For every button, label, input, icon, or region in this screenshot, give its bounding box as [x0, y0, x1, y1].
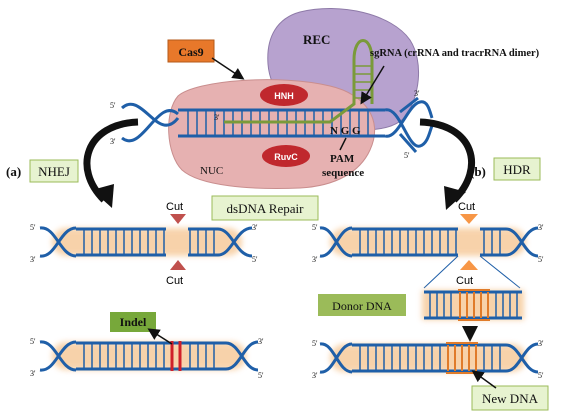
hdr2-3prime-right: 3': [538, 339, 544, 348]
nhej2-3prime-right: 3': [258, 337, 264, 346]
nhej-cut-top-label: Cut: [166, 201, 183, 213]
sgrna-3prime: 3': [214, 113, 220, 122]
nhej-repaired-dna: [39, 340, 259, 372]
nhej-3prime-left: 3': [30, 255, 36, 264]
hdr2-3prime-left: 3': [312, 371, 318, 380]
sgrna-label: sgRNA (crRNA and tracrRNA dimer): [370, 48, 540, 59]
cas9-tag: [167, 39, 215, 63]
zoom-line-left: [423, 255, 459, 289]
hdr-3prime-left: 3': [312, 255, 318, 264]
hdr-cut-top-arrow: [460, 214, 478, 224]
hdr-5prime-left: 5': [312, 223, 318, 232]
nhej-5prime-right: 5': [252, 255, 258, 264]
indel-marks: [170, 341, 182, 371]
donor-dna-segment: [422, 289, 524, 321]
nhej-cut-top-arrow: [170, 214, 186, 224]
zoom-line-right: [479, 255, 521, 289]
hdr-cut-top-label: Cut: [458, 201, 475, 213]
top-right-5prime: 5': [404, 151, 410, 160]
hdr-cut-bottom-label: Cut: [456, 275, 473, 287]
top-left-5prime: 5': [110, 101, 116, 110]
hdr-cut-dna: [319, 226, 539, 258]
nuc-label: NUC: [200, 165, 223, 177]
dsdna-repair-label: dsDNA Repair: [227, 201, 305, 216]
hnh-domain: [260, 84, 308, 106]
nhej-cut-bottom-label: Cut: [166, 275, 183, 287]
hdr2-5prime-left: 5': [312, 339, 318, 348]
pam-label: PAM: [330, 153, 355, 165]
hnh-label: HNH: [274, 91, 294, 101]
new-dna-pointer: [471, 370, 497, 389]
nhej-5prime-left: 5': [30, 223, 36, 232]
nhej-3prime-right: 3': [252, 223, 258, 232]
ruvc-label: RuvC: [274, 152, 298, 162]
donor-dna-box: [318, 294, 406, 316]
nhej-box: [29, 159, 79, 183]
pam-sequence-label: sequence: [322, 167, 364, 179]
indel-box: [110, 312, 156, 332]
sgrna-pointer: [360, 65, 385, 105]
hdr-repaired-dna: [319, 342, 539, 374]
new-dna-label: New DNA: [482, 391, 539, 406]
hdr-5prime-right: 5': [538, 255, 544, 264]
nhej-curved-arrow: [83, 118, 139, 203]
new-dna-box: [471, 385, 549, 411]
ruvc-domain: [262, 145, 310, 167]
dsdna-repair-box: [211, 195, 319, 221]
nuc-lobe: [168, 79, 375, 189]
hdr2-5prime-right: 5': [538, 371, 544, 380]
cas9-label: Cas9: [178, 45, 203, 59]
rec-label: REC: [303, 32, 330, 47]
indel-pointer: [147, 328, 173, 345]
hdr-letter: (b): [470, 164, 486, 179]
top-left-3prime: 3': [110, 137, 116, 146]
hdr-3prime-right: 3': [538, 223, 544, 232]
nhej-letter: (a): [6, 164, 21, 179]
nhej2-5prime-right: 5': [258, 371, 264, 380]
cas9-pointer: [211, 57, 245, 80]
hdr-cut-bottom-arrow: [460, 260, 478, 270]
nhej2-3prime-left: 3': [30, 369, 36, 378]
nhej-cut-dna: [39, 226, 253, 258]
top-right-3prime: 3': [414, 89, 420, 98]
nhej2-5prime-left: 5': [30, 337, 36, 346]
nhej-cut-bottom-arrow: [170, 260, 186, 270]
donor-dna-label: Donor DNA: [332, 299, 392, 313]
pam-pointer: [339, 137, 347, 151]
hdr-label: HDR: [503, 162, 531, 177]
indel-label: Indel: [120, 315, 147, 329]
hdr-curved-arrow: [419, 118, 476, 203]
hdr-box: [493, 157, 541, 181]
ngg-label: N G G: [330, 125, 361, 137]
nhej-label: NHEJ: [38, 164, 70, 179]
